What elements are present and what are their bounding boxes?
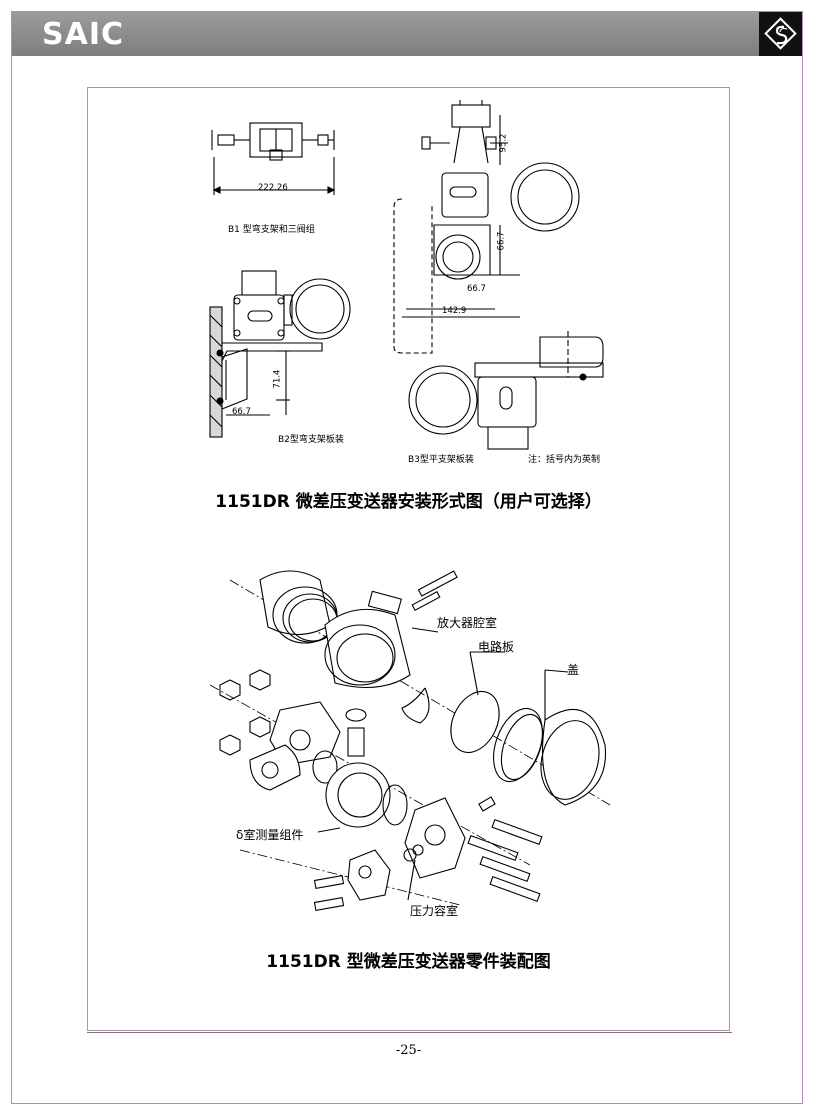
content-frame	[87, 87, 730, 1031]
header-bar	[12, 12, 759, 56]
figure2-caption: 1151DR 型微差压变送器零件装配图	[266, 952, 551, 972]
front-cover-drawing	[542, 709, 607, 806]
side-view-drawing	[393, 100, 580, 354]
label-cover: 盖	[567, 663, 580, 677]
exploded-assembly-drawing	[209, 570, 611, 912]
page-number: -25-	[395, 1043, 422, 1058]
rear-cover-drawing	[259, 570, 331, 636]
pressure-flange-drawing	[404, 797, 466, 879]
b2-bracket-drawing	[209, 270, 351, 438]
company-logo-icon	[759, 12, 802, 56]
page-border	[11, 11, 803, 1104]
label-pressure-chamber: 压力容室	[410, 904, 459, 918]
installation-drawing	[209, 100, 604, 450]
dim-side-mid: 66.7	[496, 231, 507, 251]
dim-b2-depth: 66.7	[232, 407, 251, 417]
dim-side-depth: 66.7	[467, 284, 486, 294]
label-b3-bracket: B3型平支架板装	[408, 455, 474, 465]
label-amplifier-chamber: 放大器腔室	[437, 616, 498, 630]
brand-logo-text: SAIC	[42, 17, 125, 52]
figure1-caption: 1151DR 微差压变送器安装形式图（用户可选择）	[215, 492, 602, 512]
b3-bracket-drawing	[408, 331, 604, 450]
b1-bracket-drawing	[211, 122, 336, 195]
dim-b2-height: 71.4	[272, 369, 283, 389]
dim-side-width: 142.9	[442, 306, 467, 316]
label-b2-bracket: B2型弯支架板装	[278, 435, 344, 445]
dim-b1-width: 222.26	[258, 183, 288, 193]
label-sensor-assembly: δ室测量组件	[236, 828, 304, 842]
label-imperial-note: 注：括号内为英制	[528, 455, 601, 465]
footer-divider	[87, 1032, 732, 1033]
dim-side-top: 95.2	[498, 133, 509, 153]
housing-drawing	[324, 608, 411, 688]
label-circuit-board: 电路板	[478, 640, 515, 654]
circuit-board-drawing	[450, 690, 500, 754]
label-b1-bracket: B1 型弯支架和三阀组	[228, 225, 315, 235]
